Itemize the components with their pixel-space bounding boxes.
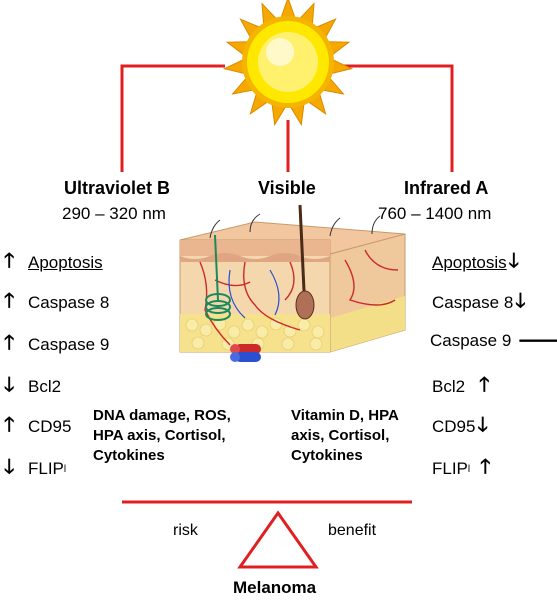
right-label: Caspase 9 [430, 330, 512, 350]
left-label: FLIP [28, 459, 64, 478]
sun-icon [222, 0, 354, 127]
skin-cross-section-illustration [179, 204, 406, 362]
right-label-subscript: l [467, 463, 471, 475]
arrow-down-icon: 🡓 [477, 414, 488, 436]
ira-title: Infrared A [404, 178, 489, 198]
arrow-down-icon: 🡓 [515, 290, 526, 312]
right-row-apoptosis: Apoptosis 🡓 [432, 246, 519, 280]
arrow-up-icon: 🡑 [479, 374, 490, 396]
connector-lines [120, 64, 454, 172]
right-label: Apoptosis [432, 253, 507, 272]
visible-title: Visible [258, 178, 316, 198]
uvb-connector-line [120, 64, 225, 172]
ira-range: 760 – 1400 nm [378, 204, 492, 223]
right-row-cd95: CD95 🡓 [432, 410, 488, 444]
left-row-bcl2: 🡓 Bcl2 [4, 370, 61, 404]
arrow-down-icon: 🡓 [508, 250, 520, 272]
right-label: CD95 [432, 417, 476, 436]
arrow-up-icon: 🡑 [4, 414, 15, 436]
left-label: CD95 [28, 417, 72, 436]
left-label: Caspase 9 [28, 335, 110, 354]
visible-ira-effects-line: Cytokines [291, 447, 363, 464]
arrow-right-icon: 🡒 [517, 330, 557, 352]
arrow-up-icon: 🡑 [480, 456, 491, 478]
ira-connector-line [343, 64, 454, 172]
risk-label: risk [173, 522, 198, 539]
balance-scale [122, 500, 412, 569]
uvb-effects-line: HPA axis, Cortisol, [93, 427, 226, 444]
uvb-title: Ultraviolet B [64, 178, 171, 198]
left-row-cd95: 🡑 CD95 [4, 410, 71, 444]
right-row-bcl2: Bcl2 🡑 [432, 370, 489, 404]
left-label: Bcl2 [28, 377, 62, 396]
arrow-down-icon: 🡓 [4, 456, 15, 478]
scale-fulcrum [237, 510, 319, 569]
right-label: Bcl2 [432, 377, 466, 396]
right-row-caspase9: Caspase 9 🡒 [430, 328, 557, 353]
left-label-subscript: l [63, 463, 67, 475]
right-label: Caspase 8 [432, 293, 514, 312]
benefit-label: benefit [328, 522, 377, 539]
visible-ira-effects-line: axis, Cortisol, [291, 427, 390, 444]
left-label: Apoptosis [28, 253, 103, 272]
left-row-caspase8: 🡑 Caspase 8 [4, 286, 109, 320]
uvb-range: 290 – 320 nm [62, 204, 166, 223]
arrow-up-icon: 🡑 [4, 250, 15, 272]
visible-ira-effects: Vitamin D, HPA axis, Cortisol, Cytokines [291, 406, 399, 466]
visible-ira-effects-line: Vitamin D, HPA [291, 407, 399, 424]
left-label: Caspase 8 [28, 293, 110, 312]
arrow-up-icon: 🡑 [4, 332, 15, 354]
uvb-effects-line: DNA damage, ROS, [93, 407, 231, 424]
right-row-caspase8: Caspase 8 🡓 [432, 286, 526, 320]
arrow-down-icon: 🡓 [4, 374, 15, 396]
arrow-up-icon: 🡑 [4, 290, 15, 312]
left-row-apoptosis: 🡑 Apoptosis [4, 246, 103, 280]
melanoma-label: Melanoma [233, 578, 317, 597]
uvb-effects: DNA damage, ROS, HPA axis, Cortisol, Cyt… [93, 406, 231, 466]
left-row-caspase9: 🡑 Caspase 9 [4, 328, 109, 362]
right-label: FLIP [432, 459, 468, 478]
uvb-effects-line: Cytokines [93, 447, 165, 464]
